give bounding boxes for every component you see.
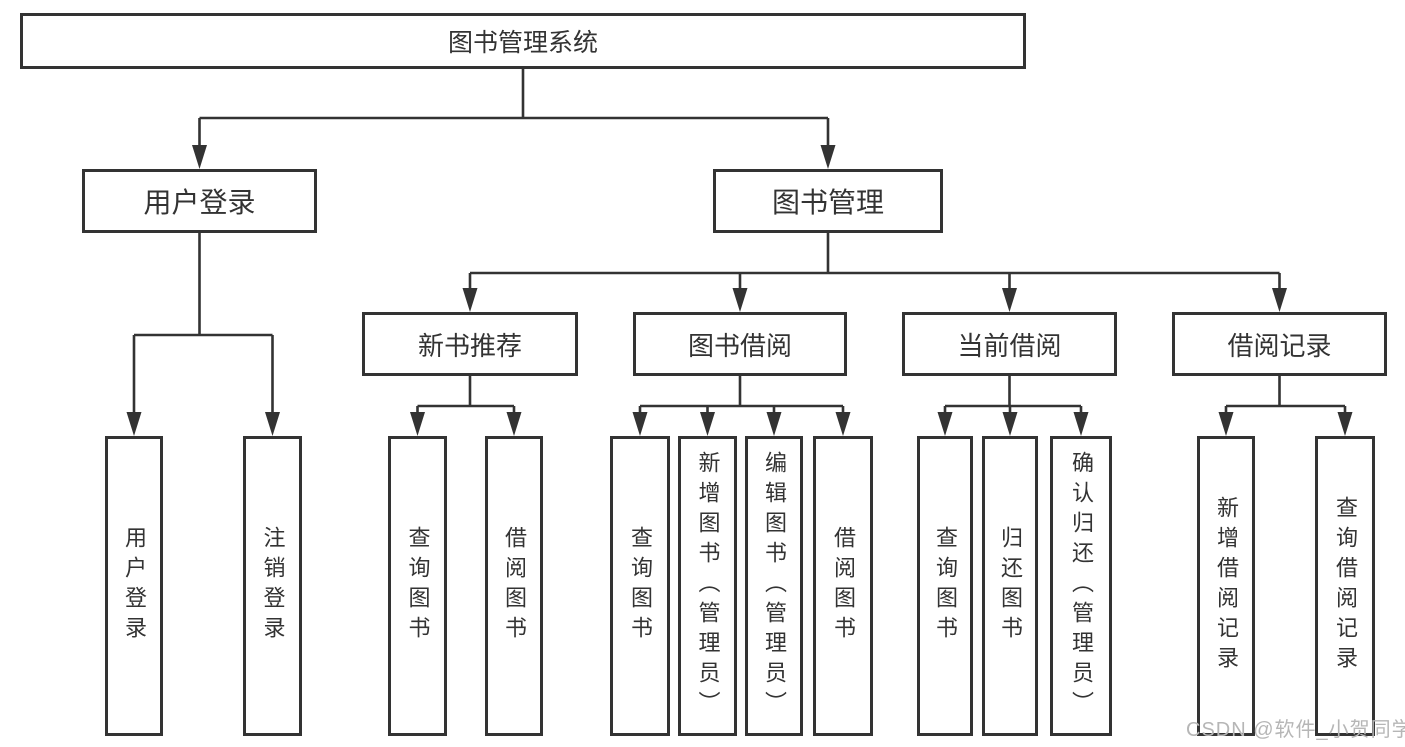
leaf-query-books: 查询图书 <box>610 436 670 736</box>
arrowhead-icon <box>766 412 782 436</box>
node-borrowing-records: 借阅记录 <box>1172 312 1387 376</box>
node-library-management-system: 图书管理系统 <box>20 13 1026 69</box>
leaf-query-books: 查询图书 <box>917 436 973 736</box>
node-new-book-recommendation: 新书推荐 <box>362 312 578 376</box>
node-user-login: 用户登录 <box>82 169 317 233</box>
arrowhead-icon <box>410 412 425 436</box>
arrowhead-icon <box>506 412 522 436</box>
leaf-add-borrow-record: 新增借阅记录 <box>1197 436 1255 736</box>
arrowhead-icon <box>835 412 851 436</box>
leaf-user-login: 用户登录 <box>105 436 163 736</box>
leaf-return-books: 归还图书 <box>982 436 1038 736</box>
arrowhead-icon <box>265 412 280 436</box>
leaf-add-books-admin: 新增图书（管理员） <box>678 436 737 736</box>
leaf-query-borrow-record: 查询借阅记录 <box>1315 436 1375 736</box>
node-book-management: 图书管理 <box>713 169 943 233</box>
leaf-edit-books-admin: 编辑图书（管理员） <box>745 436 803 736</box>
arrowhead-icon <box>1337 412 1353 436</box>
connector-path <box>132 69 1347 414</box>
arrowhead-icon <box>1073 412 1089 436</box>
arrowhead-icon <box>820 145 836 169</box>
leaf-logout: 注销登录 <box>243 436 302 736</box>
node-current-borrowing: 当前借阅 <box>902 312 1117 376</box>
arrowhead-icon <box>1218 412 1234 436</box>
leaf-query-books: 查询图书 <box>388 436 447 736</box>
leaf-borrow-books: 借阅图书 <box>485 436 543 736</box>
arrowhead-icon <box>1272 288 1287 312</box>
arrowhead-icon <box>462 288 478 312</box>
node-book-borrowing: 图书借阅 <box>633 312 847 376</box>
leaf-confirm-return-admin: 确认归还（管理员） <box>1050 436 1112 736</box>
arrowhead-icon <box>192 145 207 169</box>
arrowhead-icon <box>1002 412 1018 436</box>
arrowhead-icon <box>632 412 648 436</box>
arrowhead-icon <box>732 288 748 312</box>
arrowhead-icon <box>1002 288 1017 312</box>
arrowhead-icon <box>937 412 953 436</box>
leaf-borrow-books: 借阅图书 <box>813 436 873 736</box>
arrowhead-icon <box>700 412 715 436</box>
arrowhead-icon <box>126 412 142 436</box>
watermark: CSDN @软件_小贺同学 <box>1186 719 1405 741</box>
